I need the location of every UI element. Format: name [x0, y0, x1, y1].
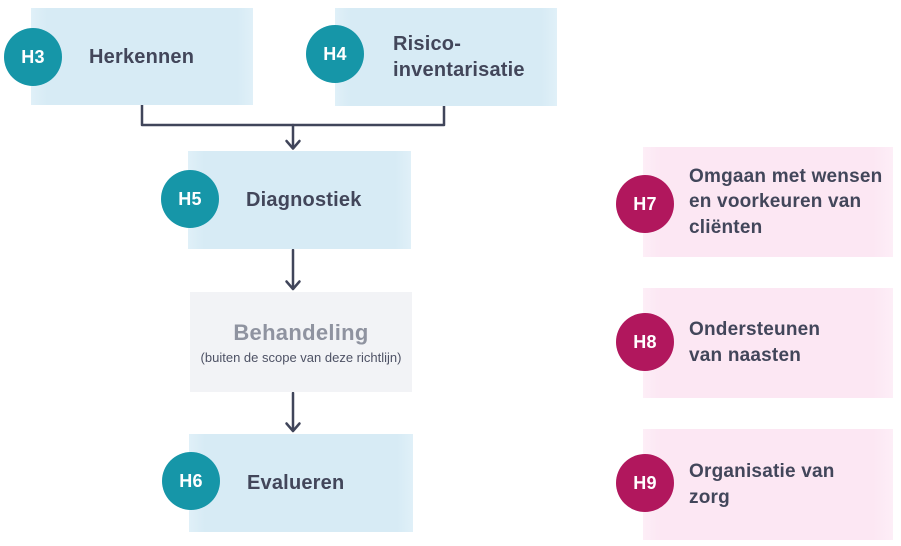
theme-ondersteunen-naasten-label: Ondersteunen van naasten	[689, 319, 821, 366]
theme-ondersteunen-naasten: Ondersteunen van naasten	[643, 288, 893, 398]
theme-omgaan-met-wensen-label: Omgaan met wensen en voorkeuren van clië…	[689, 165, 883, 238]
chapter-badge-h9: H9	[616, 454, 674, 512]
chapter-badge-h5-text: H5	[178, 188, 202, 209]
node-risico-inventarisatie-label: Risico- inventarisatie	[393, 33, 525, 81]
arrowhead-behandeling-to-h6	[285, 422, 301, 433]
theme-organisatie-van-zorg: Organisatie van zorg	[643, 429, 893, 540]
chapter-badge-h5: H5	[161, 170, 219, 228]
node-behandeling-note: (buiten de scope van deze richtlijn)	[200, 349, 402, 365]
chapter-badge-h4-text: H4	[323, 43, 347, 64]
theme-omgaan-met-wensen: Omgaan met wensen en voorkeuren van clië…	[643, 147, 893, 257]
chapter-badge-h7-text: H7	[633, 193, 657, 214]
chapter-badge-h6-text: H6	[179, 470, 203, 491]
chapter-badge-h3: H3	[4, 28, 62, 86]
arrowhead-h5-to-behandeling	[285, 280, 301, 291]
node-herkennen: Herkennen	[31, 8, 253, 105]
node-behandeling-title: Behandeling	[233, 319, 369, 345]
node-herkennen-label: Herkennen	[89, 45, 195, 68]
chapter-badge-h9-text: H9	[633, 472, 657, 493]
node-diagnostiek-label: Diagnostiek	[246, 189, 362, 211]
node-evalueren-label: Evalueren	[247, 472, 345, 494]
node-behandeling: Behandeling (buiten de scope van deze ri…	[190, 292, 412, 392]
chapter-badge-h8-text: H8	[633, 331, 657, 352]
arrowhead-merge-to-h5	[285, 139, 301, 150]
node-diagnostiek: Diagnostiek	[188, 151, 411, 249]
merge-connector-h3-h4	[140, 103, 446, 127]
theme-organisatie-van-zorg-label: Organisatie van zorg	[689, 460, 835, 508]
chapter-badge-h6: H6	[162, 452, 220, 510]
chapter-badge-h4: H4	[306, 25, 364, 83]
chapter-badge-h3-text: H3	[21, 46, 45, 67]
chapter-badge-h7: H7	[616, 175, 674, 233]
node-risico-inventarisatie: Risico- inventarisatie	[335, 8, 557, 106]
node-evalueren: Evalueren	[189, 434, 413, 532]
chapter-badge-h8: H8	[616, 313, 674, 371]
